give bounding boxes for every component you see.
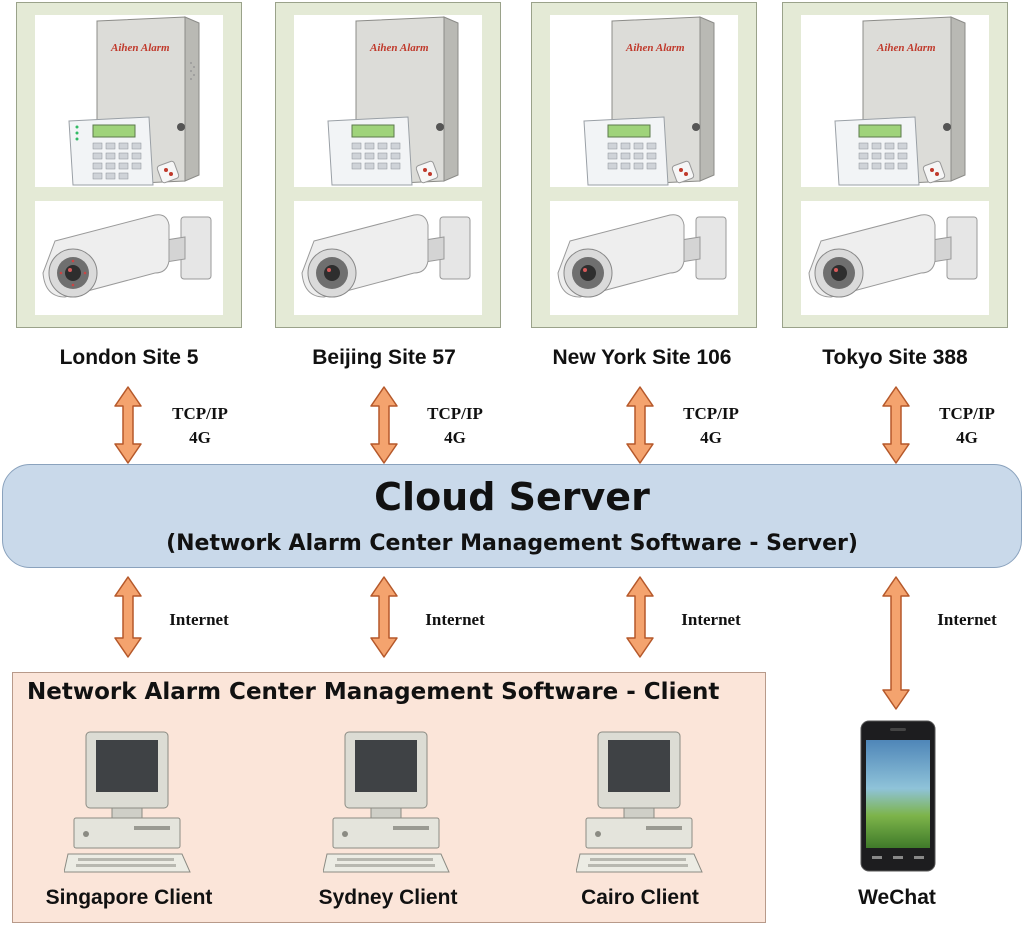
alarm-kit-image: Aihen Alarm bbox=[550, 15, 738, 187]
connection-protocol: TCP/IP bbox=[683, 404, 739, 423]
mobile-label-wechat: WeChat bbox=[858, 886, 936, 909]
connection-network: 4G bbox=[444, 428, 466, 447]
desktop-computer-icon bbox=[576, 731, 703, 873]
camera-image bbox=[35, 201, 223, 315]
double-arrow-icon bbox=[370, 386, 398, 464]
camera-image bbox=[294, 201, 482, 315]
internet-label: Internet bbox=[937, 610, 997, 629]
double-arrow-icon bbox=[882, 576, 910, 710]
connection-protocol: TCP/IP bbox=[939, 404, 995, 423]
site-panel-london: Aihen Alarm bbox=[16, 2, 242, 328]
site-label-london: London Site 5 bbox=[59, 346, 199, 369]
client-label-singapore: Singapore Client bbox=[45, 886, 213, 909]
internet-label: Internet bbox=[681, 610, 741, 629]
alarm-kit-image: Aihen Alarm bbox=[294, 15, 482, 187]
connection-label-beijing: TCP/IP 4G bbox=[410, 402, 500, 450]
alarm-panel-icon: Aihen Alarm bbox=[583, 16, 715, 186]
connection-network: 4G bbox=[700, 428, 722, 447]
connection-label-tokyo: TCP/IP 4G bbox=[922, 402, 1012, 450]
connection-protocol: TCP/IP bbox=[427, 404, 483, 423]
site-label-newyork: New York Site 106 bbox=[552, 346, 732, 369]
brand-logo: Aihen Alarm bbox=[110, 42, 170, 54]
site-label-tokyo: Tokyo Site 388 bbox=[822, 346, 968, 369]
alarm-panel-icon: Aihen Alarm bbox=[327, 16, 459, 186]
cloud-server-subtitle: (Network Alarm Center Management Softwar… bbox=[166, 531, 858, 556]
camera-image bbox=[550, 201, 738, 315]
double-arrow-icon bbox=[626, 576, 654, 658]
client-label-sydney: Sydney Client bbox=[318, 886, 458, 909]
desktop-computer-icon bbox=[64, 731, 191, 873]
cctv-camera-icon bbox=[301, 214, 471, 298]
client-software-title: Network Alarm Center Management Software… bbox=[27, 679, 720, 705]
site-panel-beijing: Aihen Alarm bbox=[275, 2, 501, 328]
double-arrow-icon bbox=[370, 576, 398, 658]
connection-label-london: TCP/IP 4G bbox=[155, 402, 245, 450]
internet-label: Internet bbox=[425, 610, 485, 629]
alarm-panel-icon: Aihen Alarm bbox=[68, 16, 200, 186]
double-arrow-icon bbox=[114, 576, 142, 658]
desktop-computer-icon bbox=[323, 731, 450, 873]
alarm-kit-image: Aihen Alarm bbox=[801, 15, 989, 187]
cctv-camera-icon bbox=[557, 214, 727, 298]
cctv-camera-icon bbox=[808, 214, 978, 298]
site-panel-newyork: Aihen Alarm bbox=[531, 2, 757, 328]
internet-label: Internet bbox=[169, 610, 229, 629]
cctv-camera-icon bbox=[42, 214, 212, 298]
double-arrow-icon bbox=[626, 386, 654, 464]
smartphone-icon bbox=[860, 720, 936, 872]
connection-label-newyork: TCP/IP 4G bbox=[666, 402, 756, 450]
alarm-kit-image: Aihen Alarm bbox=[35, 15, 223, 187]
connection-network: 4G bbox=[189, 428, 211, 447]
brand-logo: Aihen Alarm bbox=[369, 42, 429, 54]
alarm-panel-icon: Aihen Alarm bbox=[834, 16, 966, 186]
cloud-server-title: Cloud Server bbox=[374, 475, 650, 519]
brand-logo: Aihen Alarm bbox=[625, 42, 685, 54]
connection-protocol: TCP/IP bbox=[172, 404, 228, 423]
double-arrow-icon bbox=[114, 386, 142, 464]
site-panel-tokyo: Aihen Alarm bbox=[782, 2, 1008, 328]
camera-image bbox=[801, 201, 989, 315]
double-arrow-icon bbox=[882, 386, 910, 464]
brand-logo: Aihen Alarm bbox=[876, 42, 936, 54]
site-label-beijing: Beijing Site 57 bbox=[312, 346, 456, 369]
connection-network: 4G bbox=[956, 428, 978, 447]
client-label-cairo: Cairo Client bbox=[581, 886, 699, 909]
cloud-server-box: Cloud Server (Network Alarm Center Manag… bbox=[2, 464, 1022, 568]
